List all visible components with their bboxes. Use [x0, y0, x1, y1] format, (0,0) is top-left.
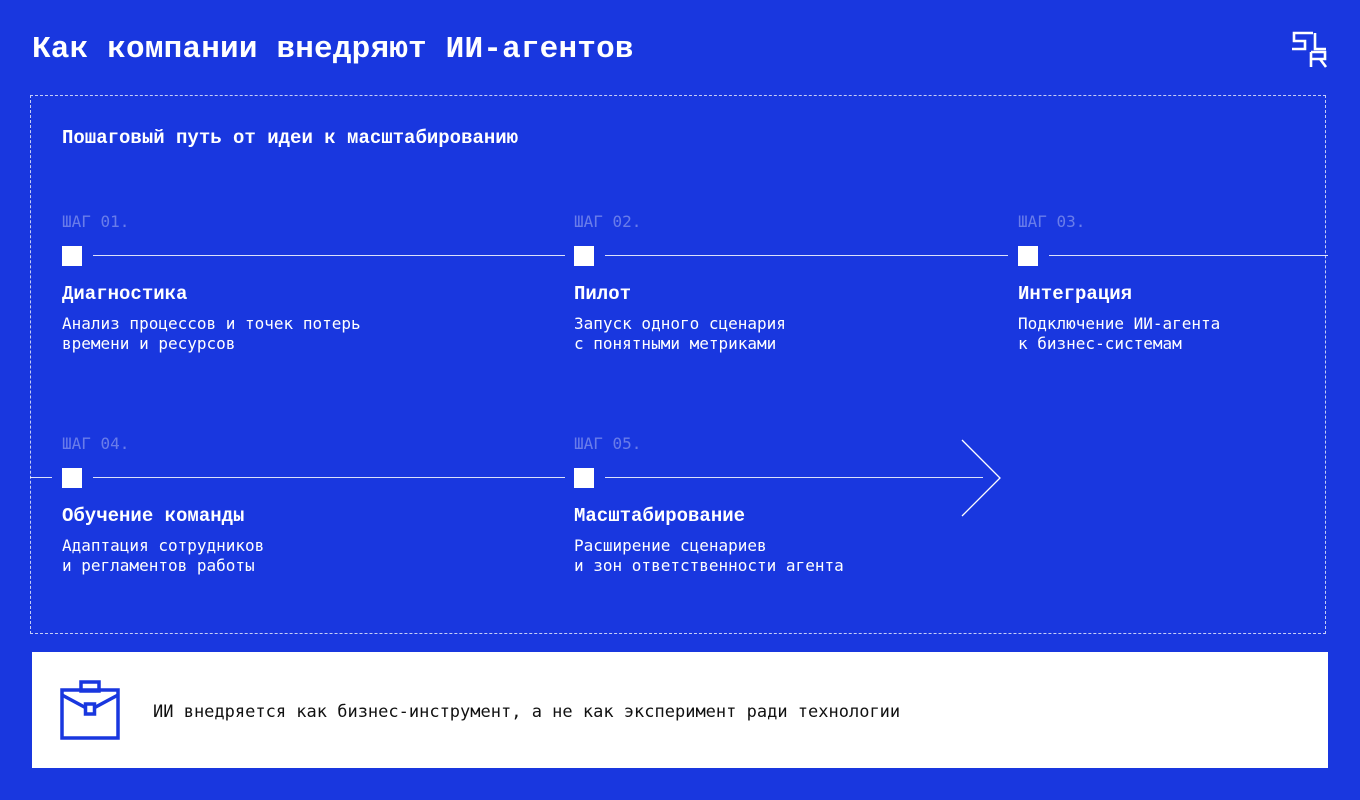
- step-5-title: Масштабирование: [574, 505, 746, 527]
- step-4-marker: [62, 468, 82, 488]
- step-2-label: ШАГ 02.: [574, 212, 642, 231]
- step-1-label: ШАГ 01.: [62, 212, 130, 231]
- step-4-description: Адаптация сотрудников и регламентов рабо…: [62, 536, 265, 575]
- step-2-title: Пилот: [574, 283, 632, 305]
- connector-line-1-2: [93, 255, 565, 256]
- connector-line-4-5: [93, 477, 565, 478]
- step-3-label: ШАГ 03.: [1018, 212, 1086, 231]
- step-3-description: Подключение ИИ-агента к бизнес-системам: [1018, 314, 1221, 353]
- step-5-description: Расширение сценариев и зон ответственнос…: [574, 536, 844, 575]
- step-2-description: Запуск одного сценария с понятными метри…: [574, 314, 786, 353]
- arrow-head-icon: [961, 439, 1001, 517]
- step-5-marker: [574, 468, 594, 488]
- step-5-label: ШАГ 05.: [574, 434, 642, 453]
- page-title: Как компании внедряют ИИ-агентов: [32, 32, 634, 67]
- connector-line-2-3: [605, 255, 1008, 256]
- notice-panel: [32, 652, 1328, 768]
- step-4-label: ШАГ 04.: [62, 434, 130, 453]
- connector-line-5-arrow: [605, 477, 983, 478]
- step-1-description: Анализ процессов и точек потерь времени …: [62, 314, 361, 353]
- briefcase-icon: [60, 680, 120, 740]
- step-1-marker: [62, 246, 82, 266]
- step-1-title: Диагностика: [62, 283, 188, 305]
- diagram-subtitle: Пошаговый путь от идеи к масштабированию: [62, 127, 519, 149]
- connector-line-3-edge: [1049, 255, 1328, 256]
- connector-line-edge-4: [30, 477, 52, 478]
- step-2-marker: [574, 246, 594, 266]
- step-3-title: Интеграция: [1018, 283, 1133, 305]
- diagram-frame: [30, 95, 1326, 634]
- step-4-title: Обучение команды: [62, 505, 245, 527]
- notice-text: ИИ внедряется как бизнес-инструмент, а н…: [153, 702, 901, 722]
- slr-logo-icon: [1292, 31, 1328, 68]
- step-3-marker: [1018, 246, 1038, 266]
